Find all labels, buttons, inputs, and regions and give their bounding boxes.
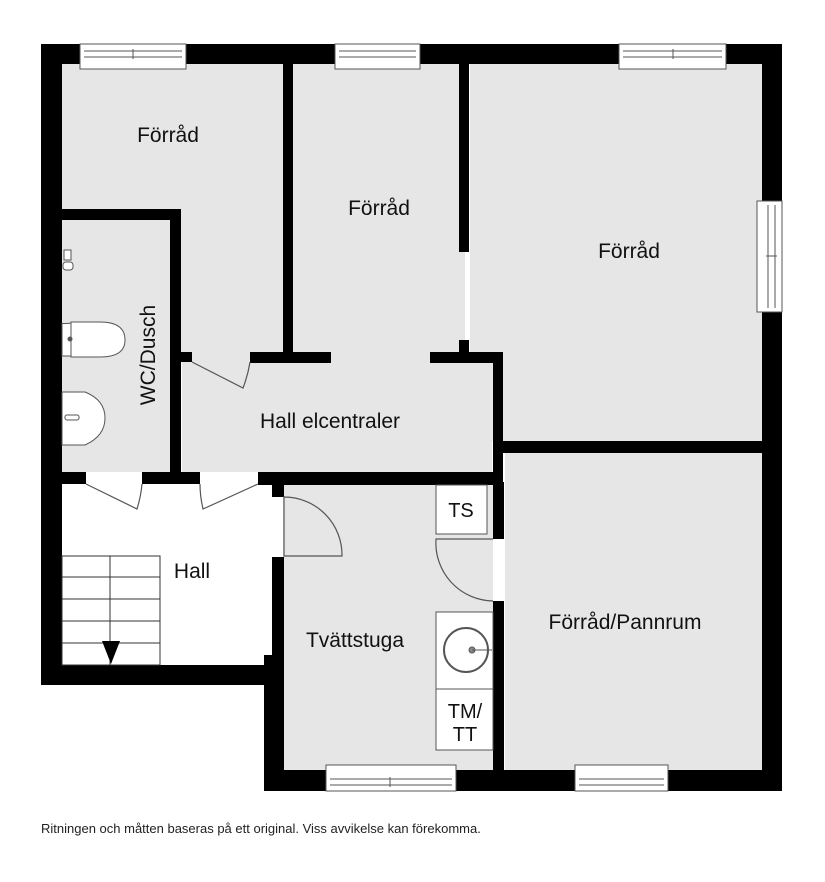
floor-forrad-2 xyxy=(293,63,465,359)
staircase[interactable] xyxy=(61,555,161,666)
label-tvattstuga: Tvättstuga xyxy=(306,629,404,652)
label-tt: TT xyxy=(453,724,477,746)
ts-dryer-box xyxy=(435,484,488,535)
label-forrad-1: Förråd xyxy=(137,124,199,147)
wc-fixtures xyxy=(61,249,126,446)
door-tvattstuga[interactable] xyxy=(283,496,343,557)
floor-pannrum xyxy=(505,453,762,770)
floor-hall-elcentraler xyxy=(182,359,492,472)
tm-tt-box xyxy=(435,688,494,751)
door-hall-elcentraler[interactable] xyxy=(199,483,259,510)
window-top-2 xyxy=(334,43,421,70)
room-labels: Förråd Förråd Förråd WC/Dusch Hall elcen… xyxy=(137,124,701,746)
floor-areas xyxy=(62,63,762,770)
window-bottom-1 xyxy=(325,764,457,792)
door-pannrum[interactable] xyxy=(435,538,494,602)
floor-forrad-3 xyxy=(470,63,762,441)
windows xyxy=(79,43,783,792)
shower-icon xyxy=(62,249,74,271)
stairs-down-arrow-icon xyxy=(102,641,120,664)
label-hall: Hall xyxy=(174,560,210,583)
label-forrad-2: Förråd xyxy=(348,197,410,220)
label-wc-dusch: WC/Dusch xyxy=(137,305,160,405)
label-tm: TM/ xyxy=(448,701,483,723)
label-forrad-3: Förråd xyxy=(598,240,660,263)
sink-icon xyxy=(61,391,106,446)
window-top-1 xyxy=(79,43,187,70)
window-right xyxy=(756,200,783,313)
door-forrad1[interactable] xyxy=(191,361,251,389)
disclaimer-text: Ritningen och måtten baseras på ett orig… xyxy=(41,821,481,836)
window-bottom-2 xyxy=(574,764,669,792)
door-wc[interactable] xyxy=(85,483,143,510)
label-hall-elcentraler: Hall elcentraler xyxy=(260,410,400,433)
toilet-icon xyxy=(61,321,126,358)
label-forrad-pannrum: Förråd/Pannrum xyxy=(549,611,702,634)
floor-hall xyxy=(62,484,272,656)
label-ts: TS xyxy=(448,500,474,522)
laundry-fixtures xyxy=(435,484,494,751)
doors xyxy=(85,361,494,602)
window-top-3 xyxy=(618,43,727,70)
